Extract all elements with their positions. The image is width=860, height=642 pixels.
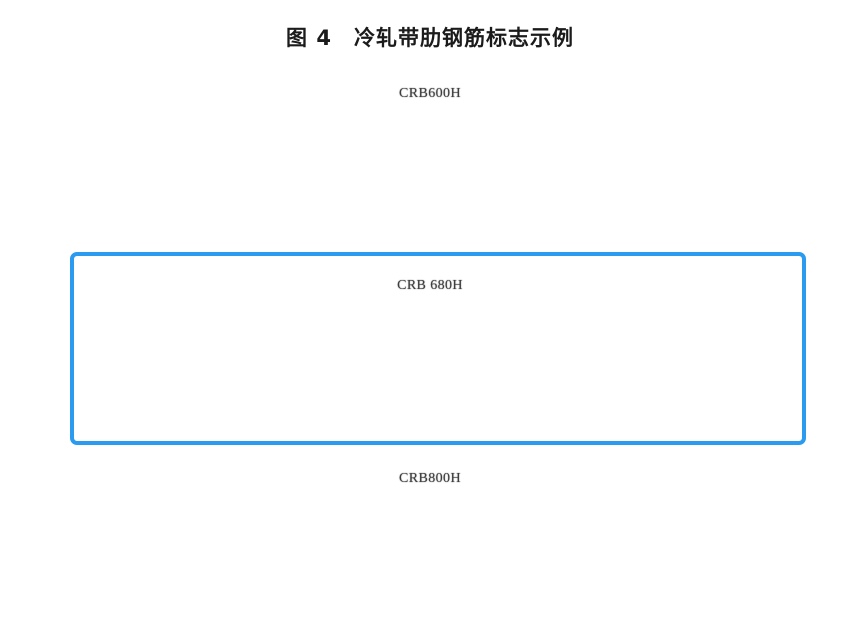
rebar-diagram-crb800h: CRB800H bbox=[0, 452, 860, 487]
page-title: 图 4 冷轧带肋钢筋标志示例 bbox=[286, 26, 574, 50]
rebar-caption: CRB600H bbox=[399, 86, 461, 101]
rebar-diagram-crb600h: CRB600H bbox=[0, 70, 860, 102]
rebar-caption: CRB 680H bbox=[397, 278, 463, 293]
rebar-diagram-crb680h: CRB 680H bbox=[0, 262, 860, 294]
rebar-caption: CRB800H bbox=[399, 471, 461, 486]
